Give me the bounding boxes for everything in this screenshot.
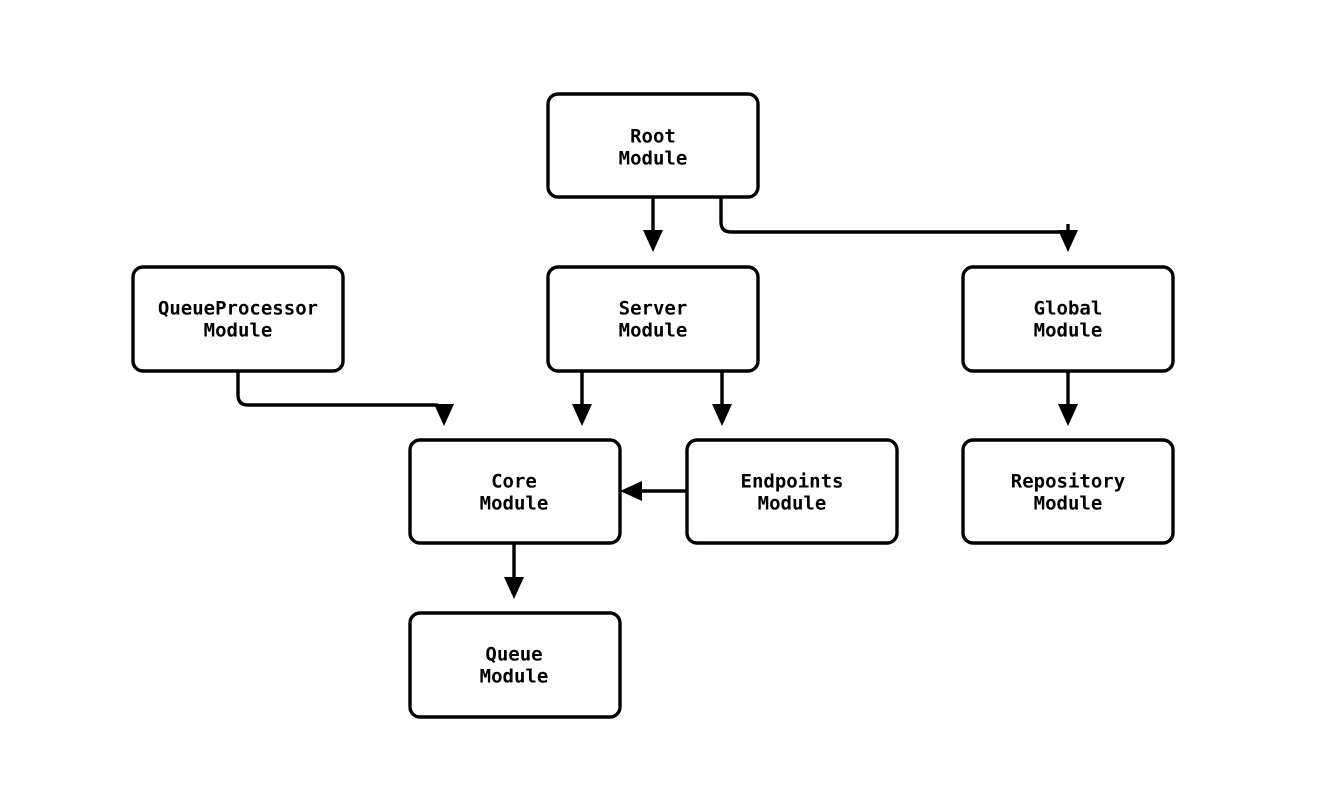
- edge-root-to-global[interactable]: [719, 197, 1078, 252]
- node-label-line1: Queue: [485, 644, 542, 666]
- node-box: [961, 438, 1175, 545]
- node-label-line2: Module: [480, 493, 549, 515]
- node-label-line1: Server: [619, 298, 688, 320]
- node-box: [961, 265, 1175, 373]
- arrow-head-icon: [1058, 230, 1078, 252]
- node-label-line2: Module: [480, 666, 549, 688]
- node-label-line2: Module: [619, 320, 688, 342]
- node-box: [546, 265, 760, 373]
- edge-queueprocessor-to-core[interactable]: [236, 371, 454, 426]
- node-endpoints-module[interactable]: Endpoints Module: [685, 438, 899, 545]
- node-box: [685, 438, 899, 545]
- node-global-module[interactable]: Global Module: [961, 265, 1175, 373]
- arrow-head-icon: [572, 404, 592, 426]
- edge-server-to-core[interactable]: [572, 371, 592, 426]
- node-box: [408, 611, 622, 719]
- edge-core-to-queue[interactable]: [504, 543, 524, 599]
- arrow-head-icon: [712, 404, 732, 426]
- node-label-line1: Root: [630, 126, 676, 148]
- node-server-module[interactable]: Server Module: [546, 265, 760, 373]
- node-label-line1: QueueProcessor: [158, 298, 318, 320]
- node-label-line2: Module: [1034, 493, 1103, 515]
- node-label-line1: Core: [491, 471, 537, 493]
- edge-global-to-repository[interactable]: [1058, 371, 1078, 426]
- node-label-line1: Global: [1034, 298, 1103, 320]
- node-label-line2: Module: [204, 320, 273, 342]
- node-repository-module[interactable]: Repository Module: [961, 438, 1175, 545]
- edge-server-to-endpoints[interactable]: [712, 371, 732, 426]
- edge-line: [236, 371, 446, 417]
- node-queue-module[interactable]: Queue Module: [408, 611, 622, 719]
- node-core-module[interactable]: Core Module: [408, 438, 622, 545]
- edges-layer: [236, 197, 1078, 599]
- node-label-line1: Repository: [1011, 471, 1125, 493]
- edge-endpoints-to-core[interactable]: [620, 481, 687, 501]
- edge-line: [719, 197, 1070, 244]
- node-box: [408, 438, 622, 545]
- arrow-head-icon: [504, 577, 524, 599]
- node-label-line2: Module: [758, 493, 827, 515]
- node-box: [131, 265, 345, 373]
- arrow-head-icon: [643, 230, 663, 252]
- nodes-layer: Root Module QueueProcessor Module Server…: [131, 92, 1175, 719]
- node-label-line2: Module: [1034, 320, 1103, 342]
- edge-root-to-server[interactable]: [643, 197, 663, 252]
- arrow-head-icon: [1058, 404, 1078, 426]
- arrow-head-icon: [434, 404, 454, 426]
- node-root-module[interactable]: Root Module: [546, 92, 760, 199]
- node-queueprocessor-module[interactable]: QueueProcessor Module: [131, 265, 345, 373]
- node-label-line2: Module: [619, 148, 688, 170]
- arrow-head-icon: [620, 481, 642, 501]
- node-box: [546, 92, 760, 199]
- node-label-line1: Endpoints: [741, 471, 844, 493]
